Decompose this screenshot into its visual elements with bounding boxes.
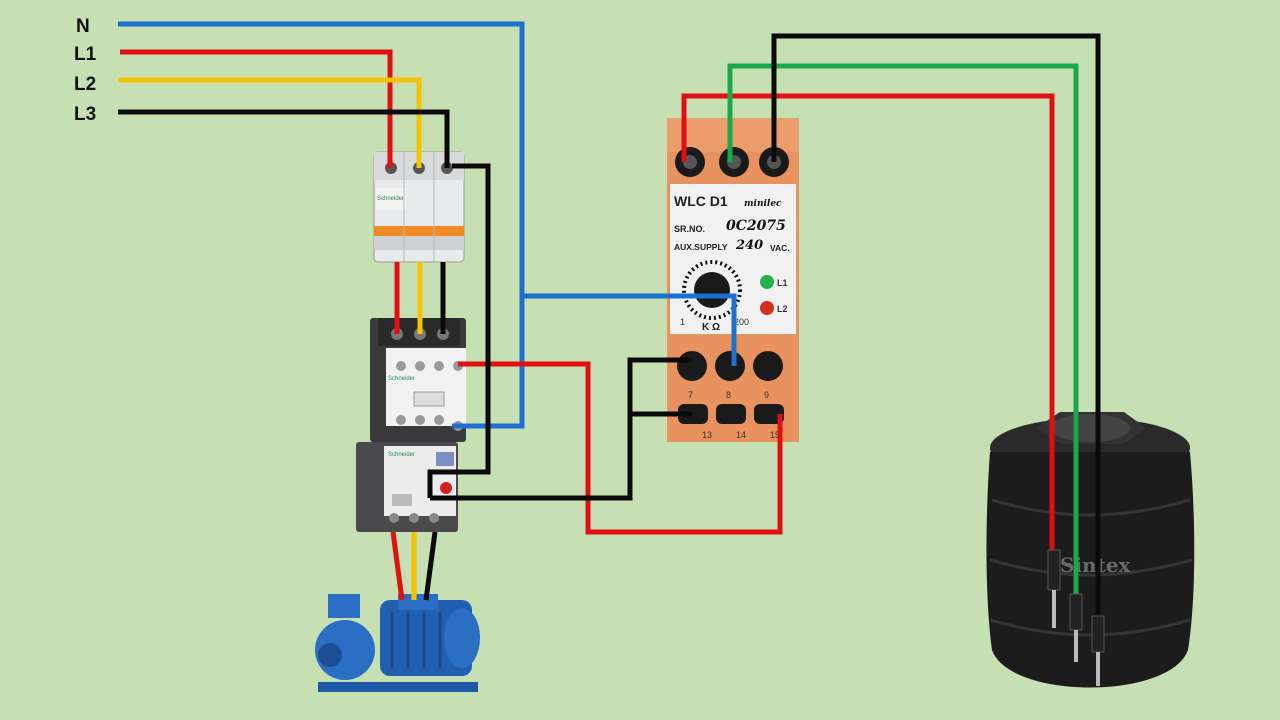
- relay-terminal-13: [678, 404, 708, 424]
- label-l1: L1: [74, 44, 97, 65]
- wire-probe-high: [681, 93, 1055, 560]
- relay-terminal-7: [677, 351, 707, 381]
- contactor-screw: [396, 361, 406, 371]
- terminal-label: 8: [726, 390, 731, 400]
- led-l1: [760, 275, 774, 289]
- label-neutral: N: [76, 16, 90, 37]
- relay-terminal-9: [753, 351, 783, 381]
- label-l3: L3: [74, 104, 96, 125]
- contactor-screw: [396, 415, 406, 425]
- overload-terminal: [392, 494, 412, 506]
- relay-aux-value: 240: [735, 238, 763, 253]
- wire-probe-low: [771, 33, 1101, 620]
- supply-labels: N L1 L2 L3: [74, 16, 97, 125]
- probe-low: [1091, 615, 1105, 653]
- terminal-label: 14: [736, 430, 746, 440]
- overload-screw: [389, 513, 399, 523]
- mcb-lever-strip: [374, 236, 464, 250]
- overload-relay: Schneider: [356, 442, 458, 532]
- relay-model: WLC D1: [674, 193, 728, 209]
- water-pump: [315, 594, 480, 692]
- tank-ridge: [991, 498, 1191, 517]
- contactor-brand: Schneider: [388, 376, 415, 382]
- level-probes: [1047, 549, 1105, 686]
- relay-top-strip: [667, 118, 799, 152]
- relay-aux-unit: VAC.: [770, 243, 790, 253]
- wire-control-terminal7: [430, 357, 692, 501]
- wires: [118, 21, 1101, 620]
- wire-neutral-relay: [522, 293, 737, 366]
- contactor-window: [413, 391, 445, 407]
- wire-l2-supply: [118, 77, 422, 168]
- pump-inlet: [318, 643, 342, 667]
- overload-brand: Schneider: [388, 452, 415, 458]
- sensitivity-knob[interactable]: [694, 272, 730, 308]
- relay-terminal-14: [716, 404, 746, 424]
- terminal-label: 7: [688, 390, 693, 400]
- tank-ridge: [989, 618, 1191, 637]
- water-tank: Sintex: [986, 412, 1195, 688]
- wire-l3-overload: [427, 163, 491, 498]
- terminal-label: 13: [702, 430, 712, 440]
- overload-screw: [409, 513, 419, 523]
- mcb-breaker: Schneider: [373, 151, 465, 263]
- contactor-front-panel: [386, 348, 466, 426]
- pump-outlet: [328, 594, 360, 618]
- overload-screw: [429, 513, 439, 523]
- tank-ridge: [989, 558, 1193, 577]
- wire-l3-pump: [423, 531, 438, 601]
- relay-terminal-8: [715, 351, 745, 381]
- terminal-label: 9: [764, 390, 769, 400]
- mcb-label-plate: [376, 188, 406, 210]
- wire-l1-supply: [120, 49, 393, 168]
- led-l2-label: L2: [777, 304, 788, 314]
- wire-l1-pump: [390, 531, 405, 601]
- overload-dial: [436, 452, 454, 466]
- knob-min-label: 1: [680, 317, 685, 327]
- led-l1-label: L1: [777, 278, 788, 288]
- wire-l1-control: [458, 361, 783, 535]
- probe-high: [1047, 549, 1061, 591]
- tank-lid: [1050, 414, 1130, 442]
- knob-unit-label: K Ω: [702, 322, 720, 333]
- wire-probe-mid: [727, 63, 1079, 600]
- pump-base: [318, 682, 478, 692]
- contactor-screw: [415, 415, 425, 425]
- level-controller-relay: WLC D1 minilec SR.NO. 0C2075 AUX.SUPPLY …: [667, 118, 799, 442]
- contactor-screw: [415, 361, 425, 371]
- relay-sr-label: SR.NO.: [674, 224, 705, 234]
- relay-aux-label: AUX.SUPPLY: [674, 242, 728, 252]
- contactor: Schneider: [370, 318, 466, 442]
- terminal-label: 15: [770, 430, 780, 440]
- mcb-orange-band: [374, 226, 464, 236]
- relay-terminal-15: [754, 404, 784, 424]
- sensitivity-scale: [682, 260, 742, 320]
- wire-l3-supply: [118, 109, 450, 168]
- knob-max-label: 200: [734, 317, 749, 327]
- probe-mid: [1069, 593, 1083, 631]
- label-l2: L2: [74, 74, 96, 95]
- overload-reset-button: [440, 482, 452, 494]
- contactor-screw: [434, 415, 444, 425]
- mcb-brand: Schneider: [377, 196, 404, 202]
- relay-serial: 0C2075: [726, 218, 786, 234]
- led-l2: [760, 301, 774, 315]
- relay-brand: minilec: [744, 199, 782, 209]
- contactor-screw: [434, 361, 444, 371]
- pump-fan-cover: [444, 608, 480, 668]
